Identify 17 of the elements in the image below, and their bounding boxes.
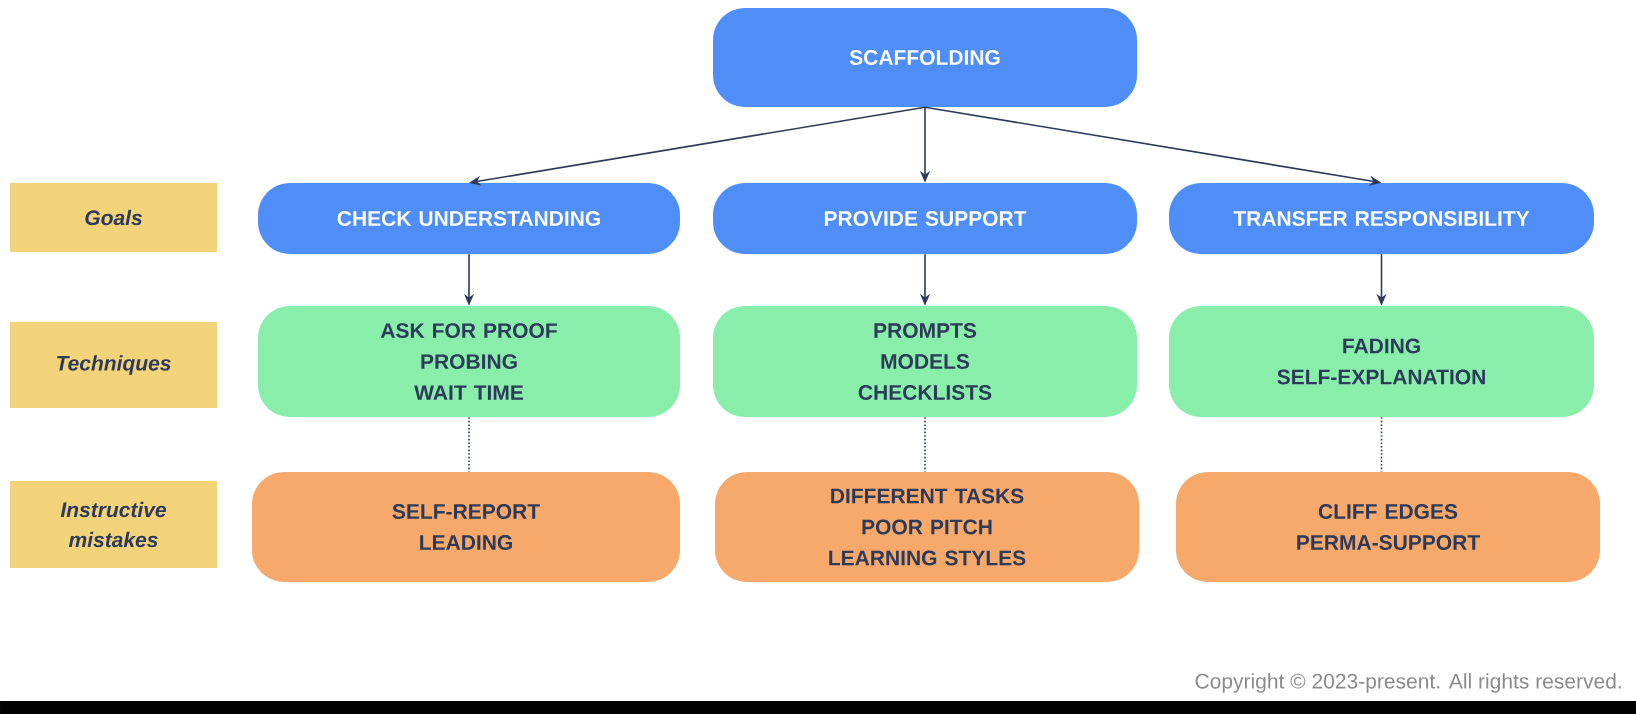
goal-box: PROVIDE SUPPORT bbox=[713, 183, 1137, 254]
dotted-connector bbox=[468, 416, 470, 473]
copyright-note: Copyright © 2023-present. All rights reserved. bbox=[1195, 673, 1621, 693]
row-label: Goals bbox=[10, 183, 217, 252]
technique-box: ASK FOR PROOF PROBING WAIT TIME bbox=[258, 306, 680, 417]
row-label: Techniques bbox=[10, 322, 217, 408]
mistake-box: SELF-REPORT LEADING bbox=[252, 472, 680, 582]
mistake-box: CLIFF EDGES PERMA-SUPPORT bbox=[1176, 472, 1600, 582]
goal-box: TRANSFER RESPONSIBILITY bbox=[1169, 183, 1594, 254]
dotted-connector bbox=[924, 416, 926, 473]
technique-box: FADING SELF-EXPLANATION bbox=[1169, 306, 1594, 417]
row-label: Instructive mistakes bbox=[10, 481, 217, 568]
goal-box: CHECK UNDERSTANDING bbox=[258, 183, 680, 254]
dotted-connector bbox=[1380, 416, 1383, 473]
scaffold-box: SCAFFOLDING bbox=[713, 8, 1137, 107]
technique-box: PROMPTS MODELS CHECKLISTS bbox=[713, 306, 1137, 417]
mistake-box: DIFFERENT TASKS POOR PITCH LEARNING STYLES bbox=[715, 472, 1139, 582]
